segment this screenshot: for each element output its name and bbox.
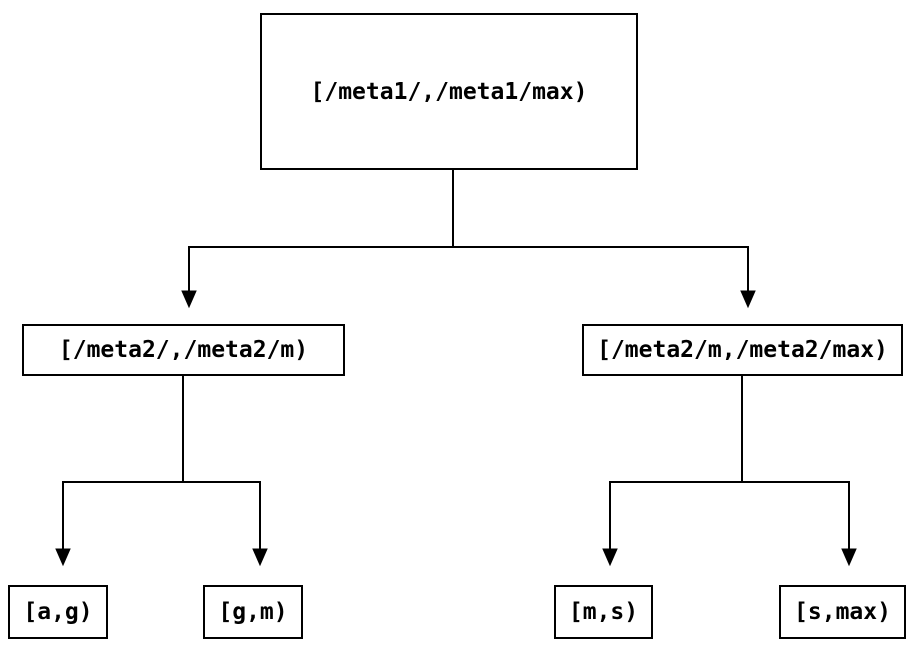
node-label: [g,m) [218,599,288,625]
arrowhead-leaf1 [55,548,71,567]
node-label: [/meta1/,/meta1/max) [310,78,588,105]
arrowhead-leaf2 [252,548,268,567]
arrowhead-right-branch [740,290,756,309]
node-label: [a,g) [23,599,93,625]
arrowhead-left-branch [181,290,197,309]
node-right-range: [/meta2/m,/meta2/max) [582,324,903,376]
edge-right-to-leaf4 [741,376,850,549]
node-leaf-smax: [s,max) [779,585,906,639]
node-label: [s,max) [794,599,891,625]
node-left-range: [/meta2/,/meta2/m) [22,324,345,376]
arrowhead-leaf4 [841,548,857,567]
edge-root-to-right [452,170,749,291]
node-label: [/meta2/m,/meta2/max) [597,337,888,363]
arrowhead-leaf3 [602,548,618,567]
edge-left-to-leaf2 [182,376,261,549]
node-leaf-ag: [a,g) [8,585,108,639]
node-leaf-gm: [g,m) [203,585,303,639]
node-root-range: [/meta1/,/meta1/max) [260,13,638,170]
edge-left-to-leaf1 [62,376,184,549]
node-leaf-ms: [m,s) [554,585,653,639]
edge-root-to-left [188,170,454,291]
edge-right-to-leaf3 [609,376,743,549]
node-label: [m,s) [568,599,639,625]
node-label: [/meta2/,/meta2/m) [58,337,309,363]
